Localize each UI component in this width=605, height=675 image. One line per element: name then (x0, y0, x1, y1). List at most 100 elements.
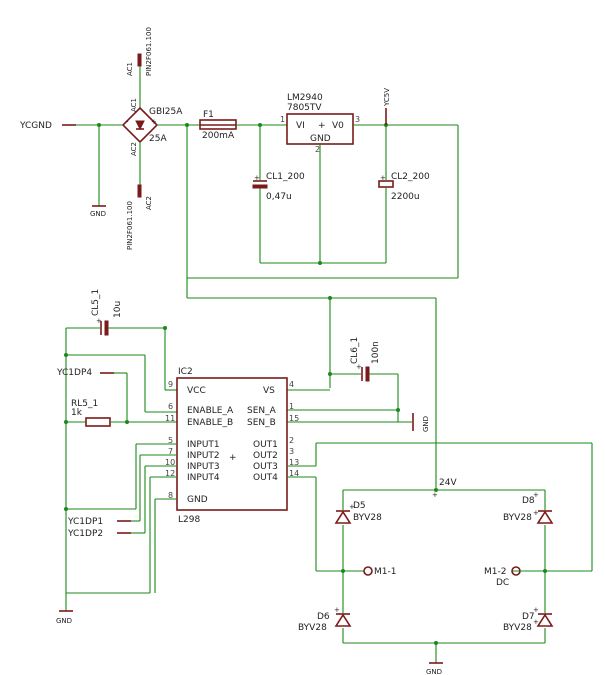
yc1dp2-connector: YC1DP2 (67, 529, 131, 539)
gnd-symbol-2: GND (56, 610, 73, 625)
svg-text:+: + (533, 509, 539, 517)
svg-text:BYV28: BYV28 (298, 623, 327, 633)
capacitor-cl1: + CL1_200 0,47u (252, 172, 305, 202)
svg-text:YC1DP1: YC1DP1 (67, 517, 103, 527)
svg-text:+: + (380, 174, 386, 182)
svg-text:DC: DC (496, 578, 509, 588)
svg-text:RL5_1: RL5_1 (71, 399, 98, 409)
diode-d7: + D7 BYV28 + (503, 606, 554, 633)
svg-text:GND: GND (426, 668, 442, 675)
svg-text:GND: GND (90, 210, 106, 218)
svg-text:AC1: AC1 (130, 98, 138, 112)
svg-text:15: 15 (289, 414, 299, 423)
motor-terminal-m1-1: M1-1 (343, 566, 396, 577)
svg-text:ENABLE_A: ENABLE_A (187, 406, 234, 416)
svg-text:GND: GND (422, 416, 430, 432)
svg-text:+: + (356, 363, 362, 371)
yc5v-connector: YC5V (383, 88, 391, 125)
svg-text:LM2940: LM2940 (287, 93, 323, 103)
resistor-rl5: RL5_1 1k (66, 399, 177, 427)
svg-text:OUT1: OUT1 (253, 440, 278, 450)
svg-text:GND: GND (187, 495, 208, 505)
svg-text:+: + (349, 503, 355, 511)
svg-text:BYV28: BYV28 (353, 513, 382, 523)
svg-text:-: - (126, 118, 129, 126)
svg-text:INPUT1: INPUT1 (187, 440, 220, 450)
svg-text:VCC: VCC (187, 386, 206, 396)
svg-text:2200u: 2200u (391, 192, 420, 202)
svg-text:11: 11 (165, 414, 175, 423)
svg-text:PIN2F061.100: PIN2F061.100 (145, 27, 153, 76)
svg-text:5: 5 (168, 436, 173, 445)
svg-text:0,47u: 0,47u (266, 192, 292, 202)
svg-text:6: 6 (168, 402, 173, 411)
svg-text:+: + (229, 453, 237, 463)
svg-text:D8: D8 (522, 496, 535, 506)
svg-text:+: + (254, 174, 260, 182)
svg-text:OUT3: OUT3 (253, 462, 278, 472)
svg-text:AC2: AC2 (145, 196, 153, 210)
svg-text:M1-2: M1-2 (484, 567, 506, 577)
svg-text:3: 3 (289, 447, 294, 456)
svg-text:2: 2 (315, 145, 320, 154)
svg-text:12: 12 (165, 469, 175, 478)
diode-d8: + D8 BYV28 + (503, 491, 554, 524)
label-24v: 24V (439, 478, 457, 488)
svg-text:F1: F1 (203, 110, 214, 120)
diode-bridge: 24V + (341, 478, 547, 663)
bridge-name: GBI25A (149, 107, 183, 117)
svg-text:3: 3 (355, 115, 360, 124)
svg-text:7: 7 (168, 447, 173, 456)
svg-text:13: 13 (289, 458, 299, 467)
svg-text:OUT2: OUT2 (253, 451, 278, 461)
svg-text:CL5_1: CL5_1 (91, 289, 101, 316)
svg-text:+: + (533, 618, 539, 626)
gnd-symbol-3: GND (412, 413, 430, 432)
svg-text:BYV28: BYV28 (503, 623, 532, 633)
svg-text:+: + (151, 118, 157, 126)
ic2-l298: IC2 L298 + VCC VS ENABLE_A ENABLE_B SEN_… (165, 367, 299, 525)
power-supply-section: YCGND GND AC1 PIN2F061.100 - + AC1 AC2 G… (19, 27, 459, 279)
svg-text:7805TV: 7805TV (287, 103, 322, 113)
ic2-part: L298 (178, 515, 200, 525)
svg-text:YC5V: YC5V (383, 88, 391, 107)
ycgnd-label: YCGND (19, 121, 52, 131)
output-wiring (287, 442, 593, 572)
svg-text:1: 1 (280, 115, 285, 124)
yc1dp4-connector: YC1DP4 (56, 368, 114, 378)
svg-text:BYV28: BYV28 (503, 513, 532, 523)
svg-text:YC1DP4: YC1DP4 (56, 368, 92, 378)
svg-text:1k: 1k (71, 408, 83, 418)
svg-text:PIN2F061.100: PIN2F061.100 (126, 201, 134, 250)
svg-text:INPUT2: INPUT2 (187, 451, 220, 461)
svg-text:ENABLE_B: ENABLE_B (187, 418, 233, 428)
gnd-symbol-1: GND (90, 205, 106, 218)
bridge-rectifier: - + AC1 AC2 GBI25A 25A (121, 98, 183, 156)
ac2-connector: PIN2F061.100 AC2 (126, 184, 153, 250)
svg-text:M1-1: M1-1 (374, 567, 396, 577)
ic2-name: IC2 (178, 367, 193, 377)
svg-text:+: + (334, 606, 340, 614)
svg-text:VI: VI (296, 121, 305, 131)
svg-text:+: + (432, 491, 438, 499)
svg-text:1: 1 (289, 402, 294, 411)
svg-text:+: + (318, 121, 326, 131)
capacitor-cl2: + CL2_200 2200u (378, 172, 430, 202)
svg-text:V0: V0 (332, 121, 344, 131)
input-wiring (66, 443, 177, 594)
capacitor-cl5: + CL5_1 10u (66, 289, 167, 336)
svg-text:10: 10 (165, 458, 175, 467)
diode-d5: + D5 BYV28 (334, 501, 382, 524)
svg-text:SEN_B: SEN_B (247, 418, 276, 428)
svg-text:+: + (533, 606, 539, 614)
svg-text:AC1: AC1 (126, 62, 134, 76)
svg-text:9: 9 (168, 380, 173, 389)
svg-text:+: + (533, 491, 539, 499)
svg-text:D7: D7 (522, 612, 535, 622)
svg-text:4: 4 (289, 380, 294, 389)
gnd-symbol-4: GND (426, 662, 443, 675)
svg-text:GND: GND (310, 134, 331, 144)
svg-text:D5: D5 (353, 501, 366, 511)
svg-text:8: 8 (168, 491, 173, 500)
